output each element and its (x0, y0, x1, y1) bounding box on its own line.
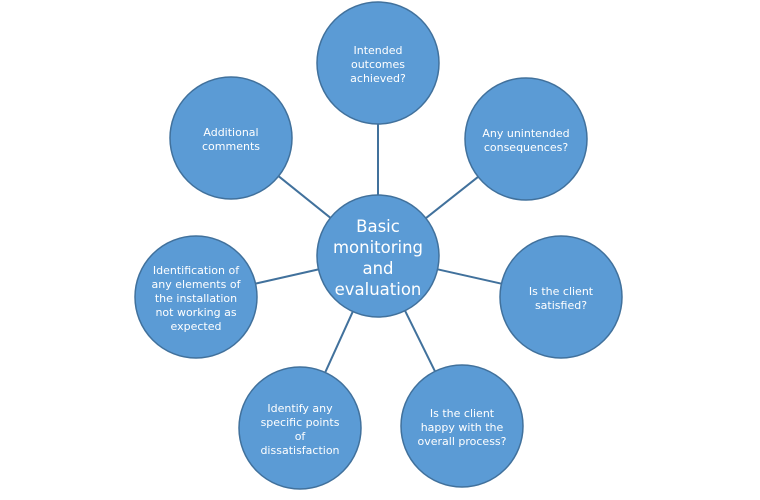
label-line: of (295, 430, 307, 443)
label-line: specific points (261, 416, 340, 429)
label-line: achieved? (350, 72, 406, 85)
node-circle (400, 364, 524, 488)
node-circle (134, 235, 258, 359)
label-line: Basic (356, 217, 400, 236)
connector-additional-comments (277, 175, 332, 219)
center-label: Basic monitoring and evaluation (333, 217, 423, 299)
label-line: Is the client (529, 285, 594, 298)
node-circle (316, 1, 440, 125)
connector-client-happy-process (404, 310, 436, 372)
label-line: overall process? (418, 435, 507, 448)
label-line: Identify any (267, 402, 333, 415)
label-line: Identification of (153, 264, 240, 277)
label-line: evaluation (335, 280, 422, 299)
label-line: not working as (155, 306, 236, 319)
connector-lines (255, 124, 502, 373)
connector-unintended-consequences (425, 176, 479, 219)
center-node: Basic monitoring and evaluation (316, 194, 440, 318)
label-line: and (362, 259, 393, 278)
label-line: monitoring (333, 238, 423, 257)
label-line: outcomes (351, 58, 405, 71)
connector-points-of-dissatisfaction (324, 311, 354, 373)
label-line: satisfied? (535, 299, 587, 312)
label-line: Additional (203, 126, 258, 139)
label-line: the installation (155, 292, 237, 305)
node-circle (464, 77, 588, 201)
label-line: consequences? (484, 141, 568, 154)
label-line: Intended (353, 44, 402, 57)
node-circle (238, 366, 362, 490)
connector-elements-not-working (255, 268, 319, 285)
node-circle (499, 235, 623, 359)
label-line: Is the client (430, 407, 495, 420)
connector-client-satisfied (437, 268, 502, 285)
center-circle (316, 194, 440, 318)
label-line: comments (202, 140, 260, 153)
label-line: happy with the (421, 421, 504, 434)
label-line: Any unintended (482, 127, 569, 140)
label-line: dissatisfaction (260, 444, 339, 457)
label-line: any elements of (152, 278, 242, 291)
node-circle (169, 76, 293, 200)
label-line: expected (171, 320, 222, 333)
